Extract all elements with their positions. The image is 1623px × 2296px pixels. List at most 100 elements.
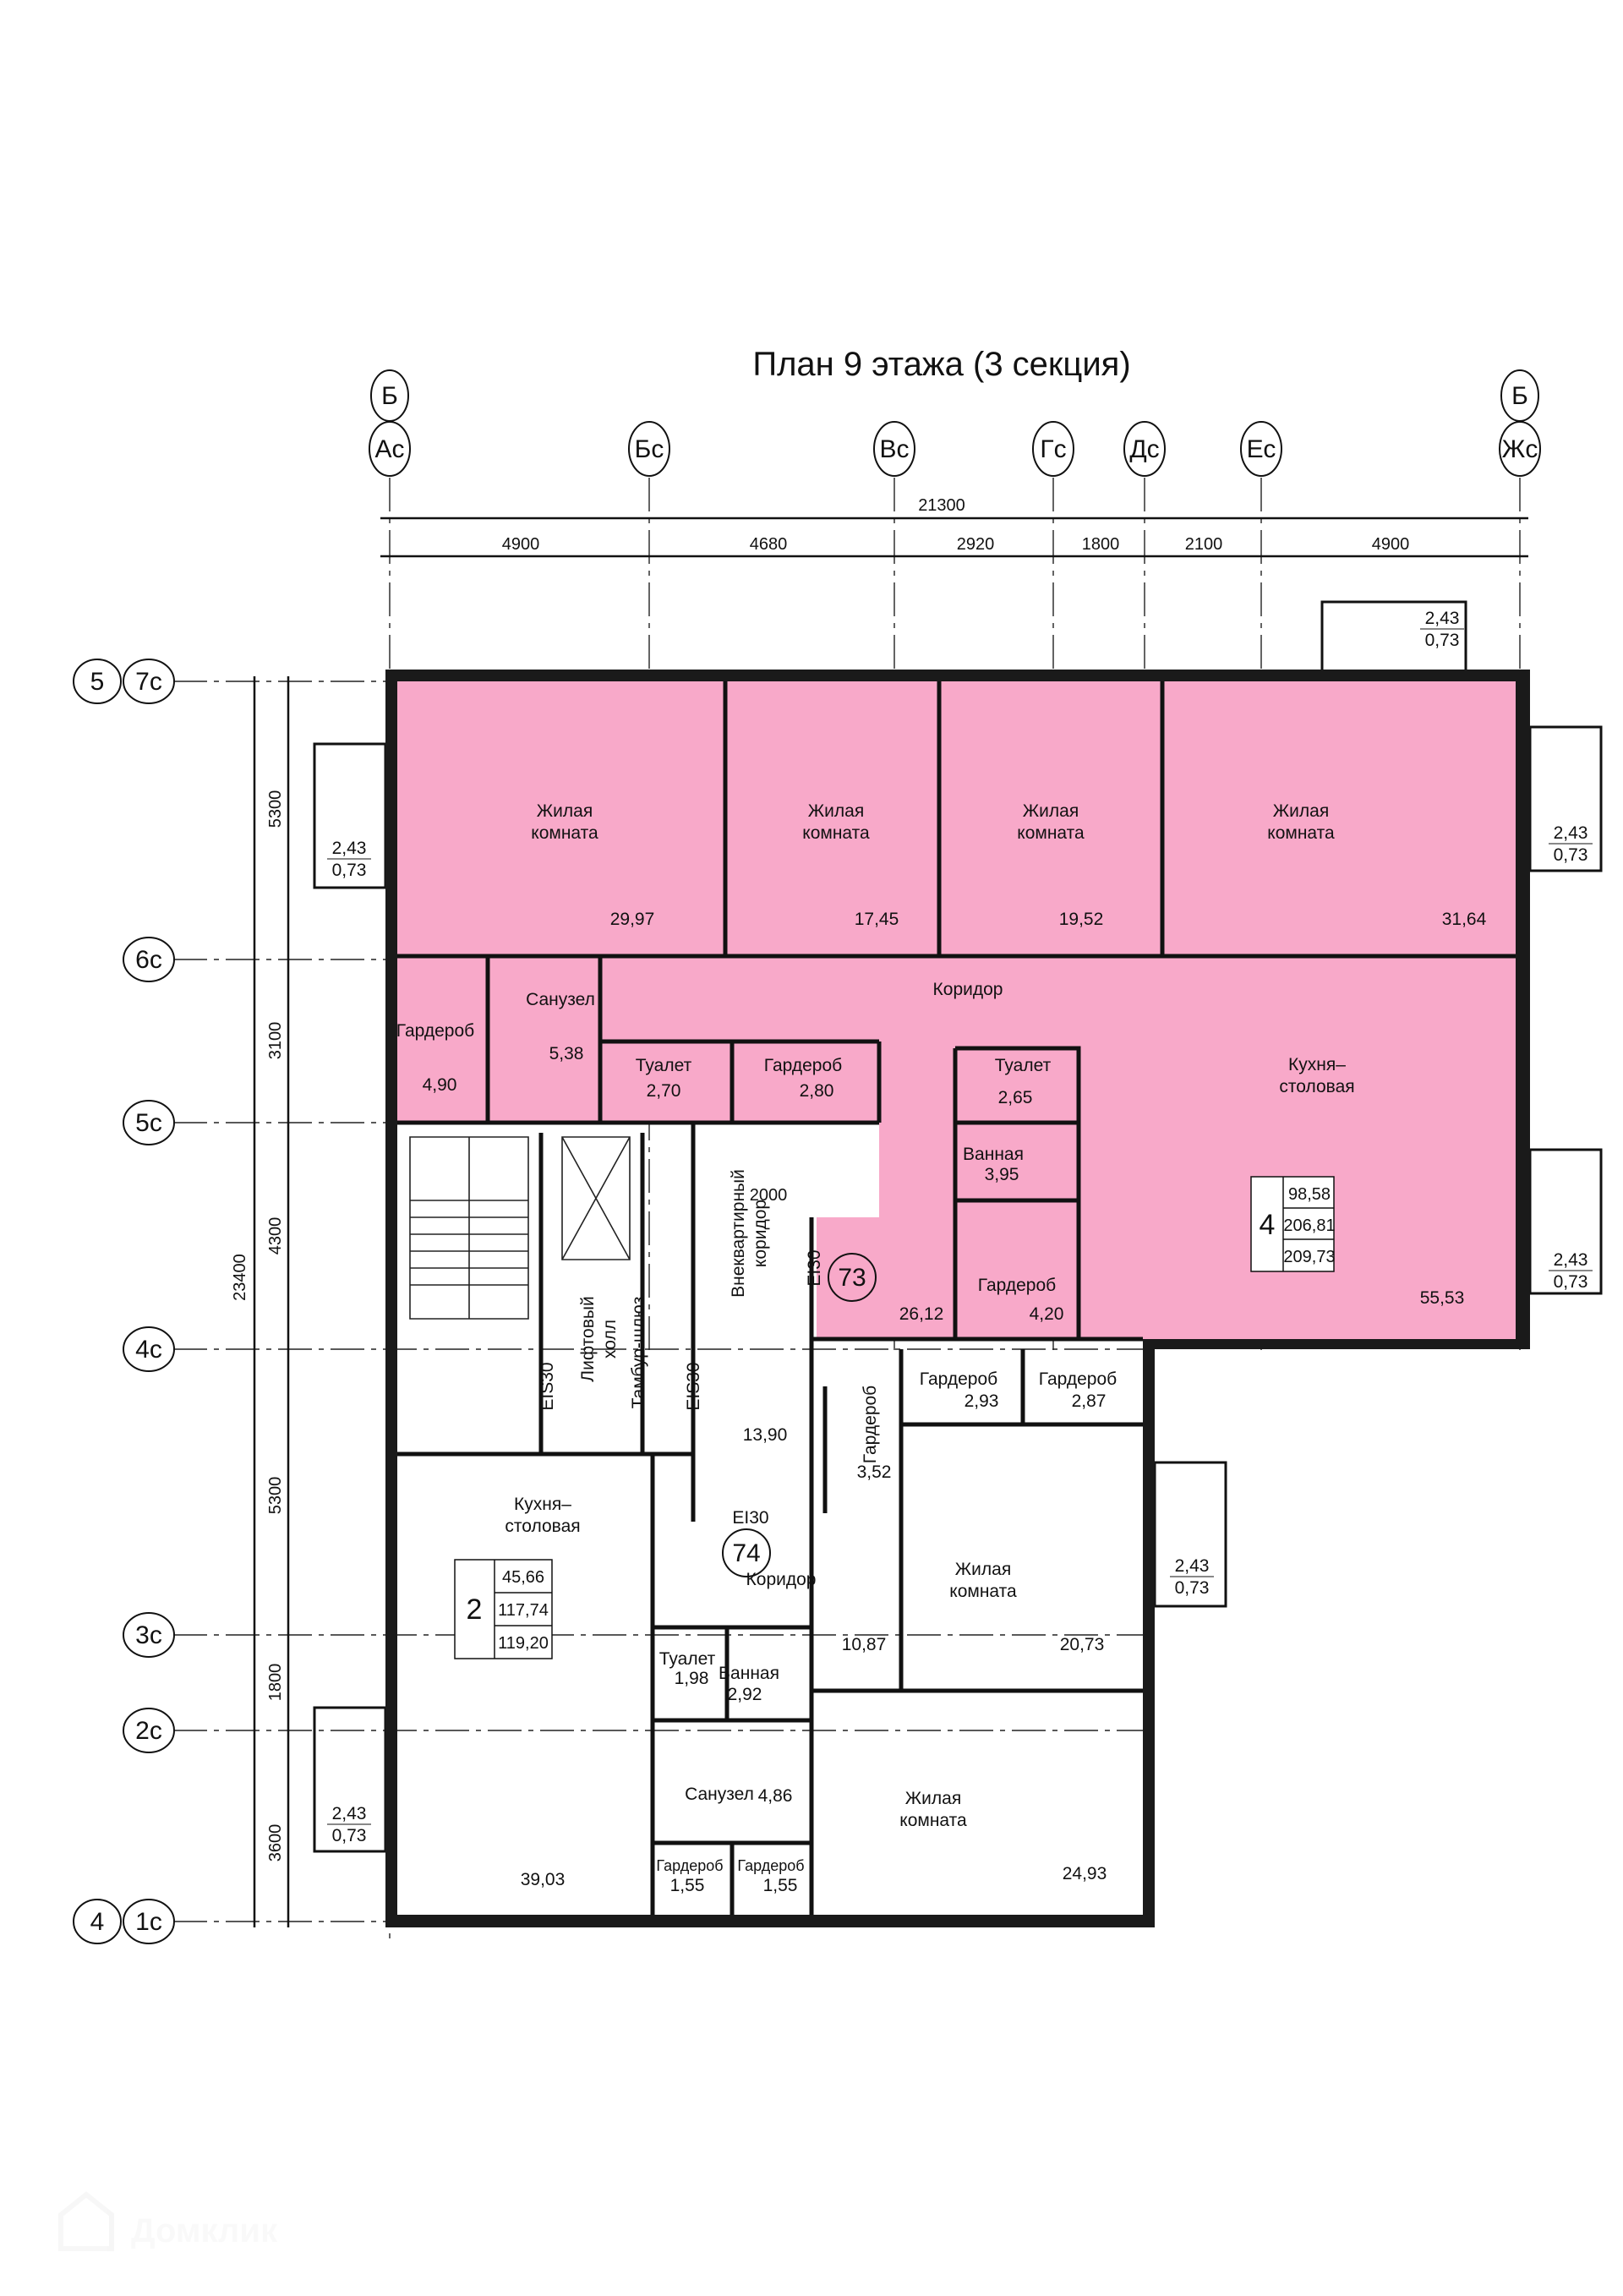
dim-span: 4900	[502, 535, 540, 554]
apartment-73-summary-table: 4 98,58 206,81 209,73	[1250, 1176, 1336, 1272]
row-axis-markers: 5 7с 6с 5с 4с 3с 2с 4 1с	[73, 659, 175, 1944]
axis-label-ec: Ес	[1247, 435, 1276, 463]
room-label: Гардероб	[764, 1056, 842, 1075]
room-area: 39,03	[521, 1870, 566, 1889]
room-label: Жилая	[808, 801, 864, 821]
svg-text:2,43: 2,43	[1554, 1250, 1588, 1270]
room-label: Жилая	[1273, 801, 1329, 821]
apartment-73-number-circle	[828, 1253, 877, 1302]
airlock-label: Тамбур-шлюз	[629, 1297, 648, 1409]
rooms-count: 2	[467, 1594, 483, 1626]
axis-label-5c: 5с	[135, 1109, 162, 1137]
room-label: Гардероб	[978, 1276, 1056, 1295]
plan-title: План 9 этажа (3 секция)	[752, 346, 1130, 383]
axis-label-zhc: Жс	[1502, 435, 1538, 463]
total-with-balconies: 119,20	[498, 1634, 549, 1653]
total-with-balconies: 209,73	[1283, 1248, 1335, 1266]
room-area: 31,64	[1442, 910, 1487, 929]
dim-span: 4900	[1372, 535, 1410, 554]
svg-text:2,43: 2,43	[332, 839, 367, 858]
fire-door-label: EI30	[732, 1508, 768, 1528]
rooms-count: 4	[1260, 1209, 1276, 1241]
axis-label-ac: Ас	[374, 435, 404, 463]
svg-text:0,73: 0,73	[1425, 631, 1460, 650]
room-area: 4,90	[423, 1075, 457, 1095]
dim-span: 4300	[266, 1217, 285, 1255]
room-label: Туалет	[995, 1056, 1052, 1075]
room-area: 2,65	[998, 1088, 1033, 1107]
room-area: 4,86	[758, 1786, 793, 1806]
axis-label-gc: Гс	[1040, 435, 1066, 463]
corridor-label: коридор	[751, 1200, 770, 1267]
room-label: комната	[531, 823, 598, 843]
fire-door-label: EI30	[805, 1249, 824, 1286]
watermark-text: Домклик	[131, 2212, 278, 2250]
row-section-marker-top: 5	[90, 668, 105, 696]
room-label: Жилая	[537, 801, 593, 821]
apartment-73-labels: Жилая комната 29,97 Жилая комната 17,45 …	[396, 801, 1487, 1324]
dim-span: 5300	[266, 790, 285, 828]
room-area: 10,87	[842, 1635, 887, 1654]
living-area: 98,58	[1288, 1185, 1331, 1204]
dim-span: 5300	[266, 1477, 285, 1515]
corridor-label: Внеквартирный	[729, 1169, 748, 1298]
room-area: 2,70	[647, 1081, 681, 1101]
room-label: Гардероб	[737, 1857, 804, 1874]
room-area: 55,53	[1420, 1288, 1465, 1308]
balcony-labels: 2,430,73 2,430,73 2,430,73 2,430,73 2,43…	[327, 609, 1593, 1845]
room-label: Гардероб	[1039, 1369, 1117, 1389]
dim-span: 4680	[750, 535, 788, 554]
apartment-74-number-circle	[722, 1528, 771, 1577]
axis-label-2c: 2с	[135, 1717, 162, 1745]
room-area: 29,97	[610, 910, 655, 929]
domclick-watermark-logo: Домклик	[58, 2191, 278, 2251]
room-area: 2,80	[800, 1081, 834, 1101]
dim-span: 2920	[957, 535, 995, 554]
dim-total-width: 21300	[918, 496, 965, 515]
lift-hall-label: Лифтовый	[578, 1296, 598, 1381]
room-label: Кухня–	[514, 1495, 571, 1514]
apartment-74-number: 74	[732, 1539, 760, 1567]
column-axis-markers: Б Б Ас Бс Вс Гс Дс Ес Жс	[369, 369, 1541, 477]
svg-text:2,43: 2,43	[332, 1804, 367, 1823]
dim-total-height: 23400	[231, 1254, 249, 1301]
room-label: Санузел	[526, 990, 595, 1009]
dim-span: 1800	[1082, 535, 1120, 554]
axis-label-dc: Дс	[1129, 435, 1159, 463]
living-area: 45,66	[502, 1568, 544, 1587]
room-label: Коридор	[746, 1570, 817, 1589]
dim-span: 3600	[266, 1824, 285, 1862]
svg-text:0,73: 0,73	[1554, 1272, 1588, 1292]
room-label: Санузел	[685, 1785, 754, 1804]
svg-text:0,73: 0,73	[1554, 845, 1588, 865]
room-label: комната	[1017, 823, 1085, 843]
lift-hall-label: холл	[600, 1320, 620, 1358]
room-area: 3,52	[857, 1462, 892, 1482]
room-area: 24,93	[1063, 1864, 1107, 1883]
svg-text:2,43: 2,43	[1425, 609, 1460, 628]
room-area: 1,55	[670, 1876, 705, 1895]
corridor-width: 2000	[750, 1186, 788, 1205]
room-label: Ванная	[719, 1664, 779, 1683]
room-area: 17,45	[855, 910, 899, 929]
section-marker-right-label: Б	[1511, 382, 1528, 410]
top-dimensions: 21300 4900 4680 2920 1800 2100 4900	[380, 496, 1528, 558]
room-area: 3,95	[985, 1165, 1019, 1184]
total-area: 117,74	[498, 1601, 549, 1620]
apartment-74-summary-table: 2 45,66 117,74 119,20	[454, 1559, 553, 1659]
room-area: 26,12	[899, 1304, 944, 1324]
room-area: 1,98	[675, 1669, 709, 1688]
room-label: Туалет	[636, 1056, 692, 1075]
svg-text:0,73: 0,73	[332, 1826, 367, 1845]
room-area: 19,52	[1059, 910, 1104, 929]
apartment-73-highlight[interactable]	[397, 681, 1516, 1339]
room-label: Гардероб	[861, 1386, 880, 1463]
room-area: 2,93	[965, 1391, 999, 1411]
axis-label-3c: 3с	[135, 1621, 162, 1649]
total-area: 206,81	[1283, 1216, 1335, 1235]
left-dimensions: 23400 5300 3100 4300 5300 1800 3600	[231, 676, 290, 1927]
room-label: комната	[802, 823, 870, 843]
exterior-walls	[385, 670, 1530, 1927]
axis-label-1c: 1с	[135, 1908, 162, 1936]
room-label: Жилая	[1023, 801, 1079, 821]
